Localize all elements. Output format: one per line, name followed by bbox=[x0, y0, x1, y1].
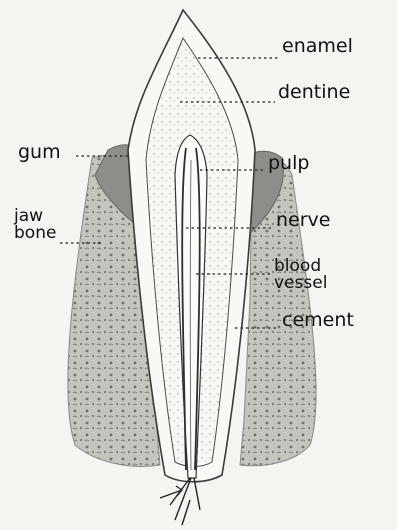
root-fibers bbox=[170, 478, 200, 525]
label-vessel: vessel bbox=[274, 275, 344, 292]
label-pulp: pulp bbox=[268, 155, 309, 172]
label-jaw-bone: jaw bone bbox=[14, 208, 84, 242]
label-nerve: nerve bbox=[276, 212, 330, 229]
arrow-left bbox=[160, 486, 182, 498]
label-bone: bone bbox=[14, 225, 84, 242]
label-gum: gum bbox=[18, 144, 61, 161]
label-dentine: dentine bbox=[278, 84, 350, 101]
label-blood-vessel: blood vessel bbox=[274, 258, 344, 292]
label-cement: cement bbox=[282, 312, 354, 329]
label-enamel: enamel bbox=[282, 38, 353, 55]
